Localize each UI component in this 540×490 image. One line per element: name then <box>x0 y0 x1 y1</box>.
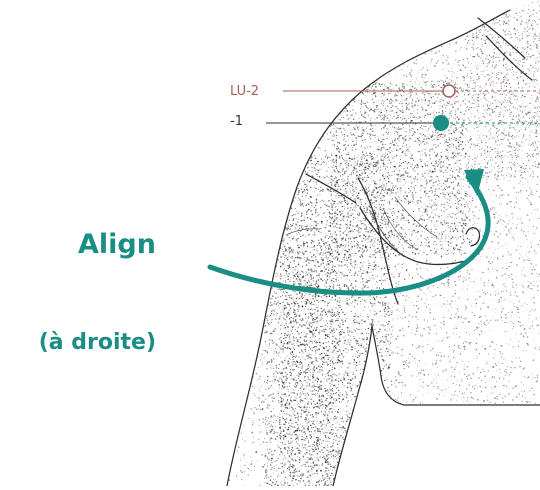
lu1-point-marker <box>433 115 449 131</box>
point-label-lu2: LU-2 <box>230 84 259 100</box>
stipple-shading <box>219 0 540 486</box>
align-label: Align <box>0 229 156 260</box>
rotation-arrow <box>210 169 488 293</box>
side-label: (à droite) <box>0 330 156 355</box>
point-label-lu1: -1 <box>230 114 243 130</box>
lu2-point-marker <box>443 85 455 97</box>
